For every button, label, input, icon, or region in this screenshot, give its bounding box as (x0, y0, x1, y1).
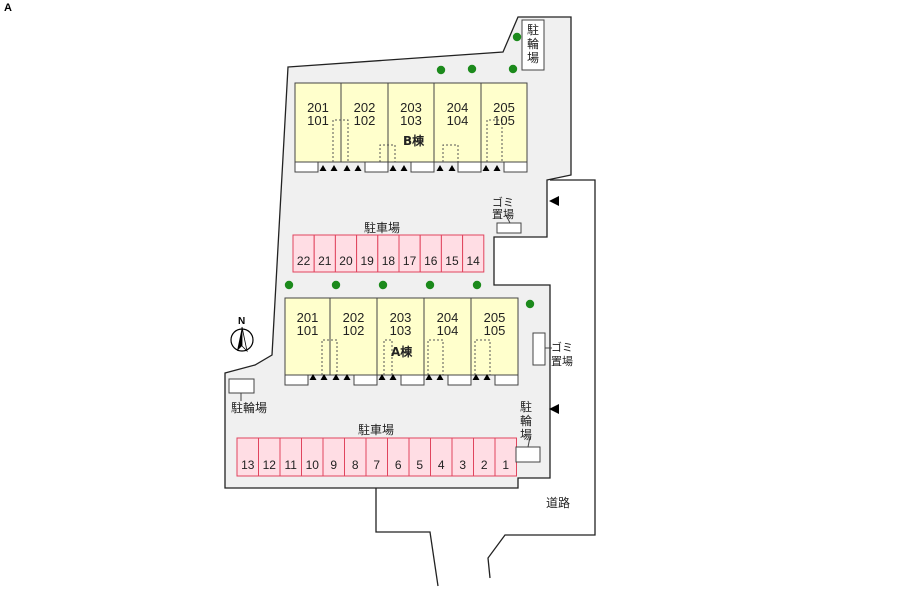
road-label: 道路 (546, 496, 571, 510)
entrance-marker (482, 165, 490, 171)
bike-parking-box-left (228, 378, 255, 394)
entrance-marker (472, 374, 480, 380)
parking-space-number: 17 (402, 254, 417, 268)
tree (331, 280, 341, 290)
parking-lower-label: 駐車場 (358, 423, 395, 437)
parking-space-number: 21 (318, 254, 332, 268)
corner-label: A (4, 2, 12, 14)
building-b-name: B棟 (403, 134, 425, 148)
north-compass (230, 326, 254, 353)
tree (525, 299, 535, 309)
parking-space-number: 3 (459, 458, 467, 472)
entrance-marker (448, 165, 456, 171)
garbage-box-lower (532, 332, 546, 366)
entrance-marker (436, 165, 444, 171)
entrance-marker (389, 165, 397, 171)
entrance-markers-b (319, 165, 501, 171)
tree (436, 65, 446, 75)
entrance-marker (354, 165, 362, 171)
tree (472, 280, 482, 290)
tree (512, 32, 522, 42)
parking-lower-spaces (236, 437, 517, 477)
tree (425, 280, 435, 290)
parking-space-number: 11 (284, 458, 297, 472)
parking-upper-spaces (292, 234, 485, 273)
entrance-marker (493, 165, 501, 171)
entrance-marker (309, 374, 317, 380)
building-a-name: A棟 (391, 345, 413, 359)
parking-space-number: 19 (360, 254, 374, 268)
entrance-marker (378, 374, 386, 380)
tree (508, 64, 518, 74)
entrance-marker (425, 374, 433, 380)
parking-space-number: 14 (466, 254, 480, 268)
garbage-box-upper (496, 222, 522, 234)
parking-space-number: 18 (381, 254, 396, 268)
entrance-marker (483, 374, 491, 380)
parking-space-number: 4 (437, 458, 445, 472)
entrance-marker (332, 374, 340, 380)
road-edge-left (375, 488, 439, 587)
parking-space-number: 10 (305, 458, 319, 472)
entrance-marker (343, 165, 351, 171)
entrance-marker (436, 374, 444, 380)
parking-space-number: 22 (296, 254, 311, 268)
parking-space-number: 5 (416, 458, 424, 472)
tree (378, 280, 388, 290)
bike-parking-label-left: 駐輪場 (231, 401, 268, 415)
bike-parking-label-top-right: 駐輪場 (526, 23, 539, 65)
parking-space-number: 2 (480, 458, 488, 472)
bike-parking-box-top-right (521, 19, 545, 71)
parking-upper-label: 駐車場 (364, 221, 401, 235)
road-edge-right (487, 179, 596, 579)
parking-space-number: 20 (339, 254, 353, 268)
trees (284, 32, 535, 309)
entrance-marker (330, 165, 338, 171)
parking-space-number: 13 (241, 458, 255, 472)
parking-space-number: 9 (330, 458, 338, 472)
building-b (294, 82, 528, 173)
parking-space-number: 8 (351, 458, 359, 472)
entrance-marker (389, 374, 397, 380)
parking-space-number: 15 (445, 254, 459, 268)
entrance-marker (319, 165, 327, 171)
garbage-label-lower: ゴミ置場 (551, 341, 573, 368)
parking-space-number: 1 (502, 458, 510, 472)
garbage-label-upper: ゴミ置場 (492, 196, 514, 221)
bike-parking-box-right (515, 446, 541, 463)
entrance-arrow-upper (549, 196, 559, 206)
tree (284, 280, 294, 290)
entrance-marker (343, 374, 351, 380)
bike-parking-label-right: 駐輪場 (519, 400, 532, 442)
parking-space (462, 234, 485, 273)
entrance-marker (320, 374, 328, 380)
parking-space-number: 7 (373, 458, 381, 472)
entrance-markers-a (309, 374, 491, 380)
entrance-marker (400, 165, 408, 171)
building-a (284, 297, 519, 386)
tree (467, 64, 477, 74)
entrance-arrow-lower (549, 404, 559, 414)
parking-space-number: 12 (262, 458, 276, 472)
parking-space-number: 6 (394, 458, 402, 472)
north-label: N (238, 316, 246, 327)
parking-space-number: 16 (424, 254, 438, 268)
